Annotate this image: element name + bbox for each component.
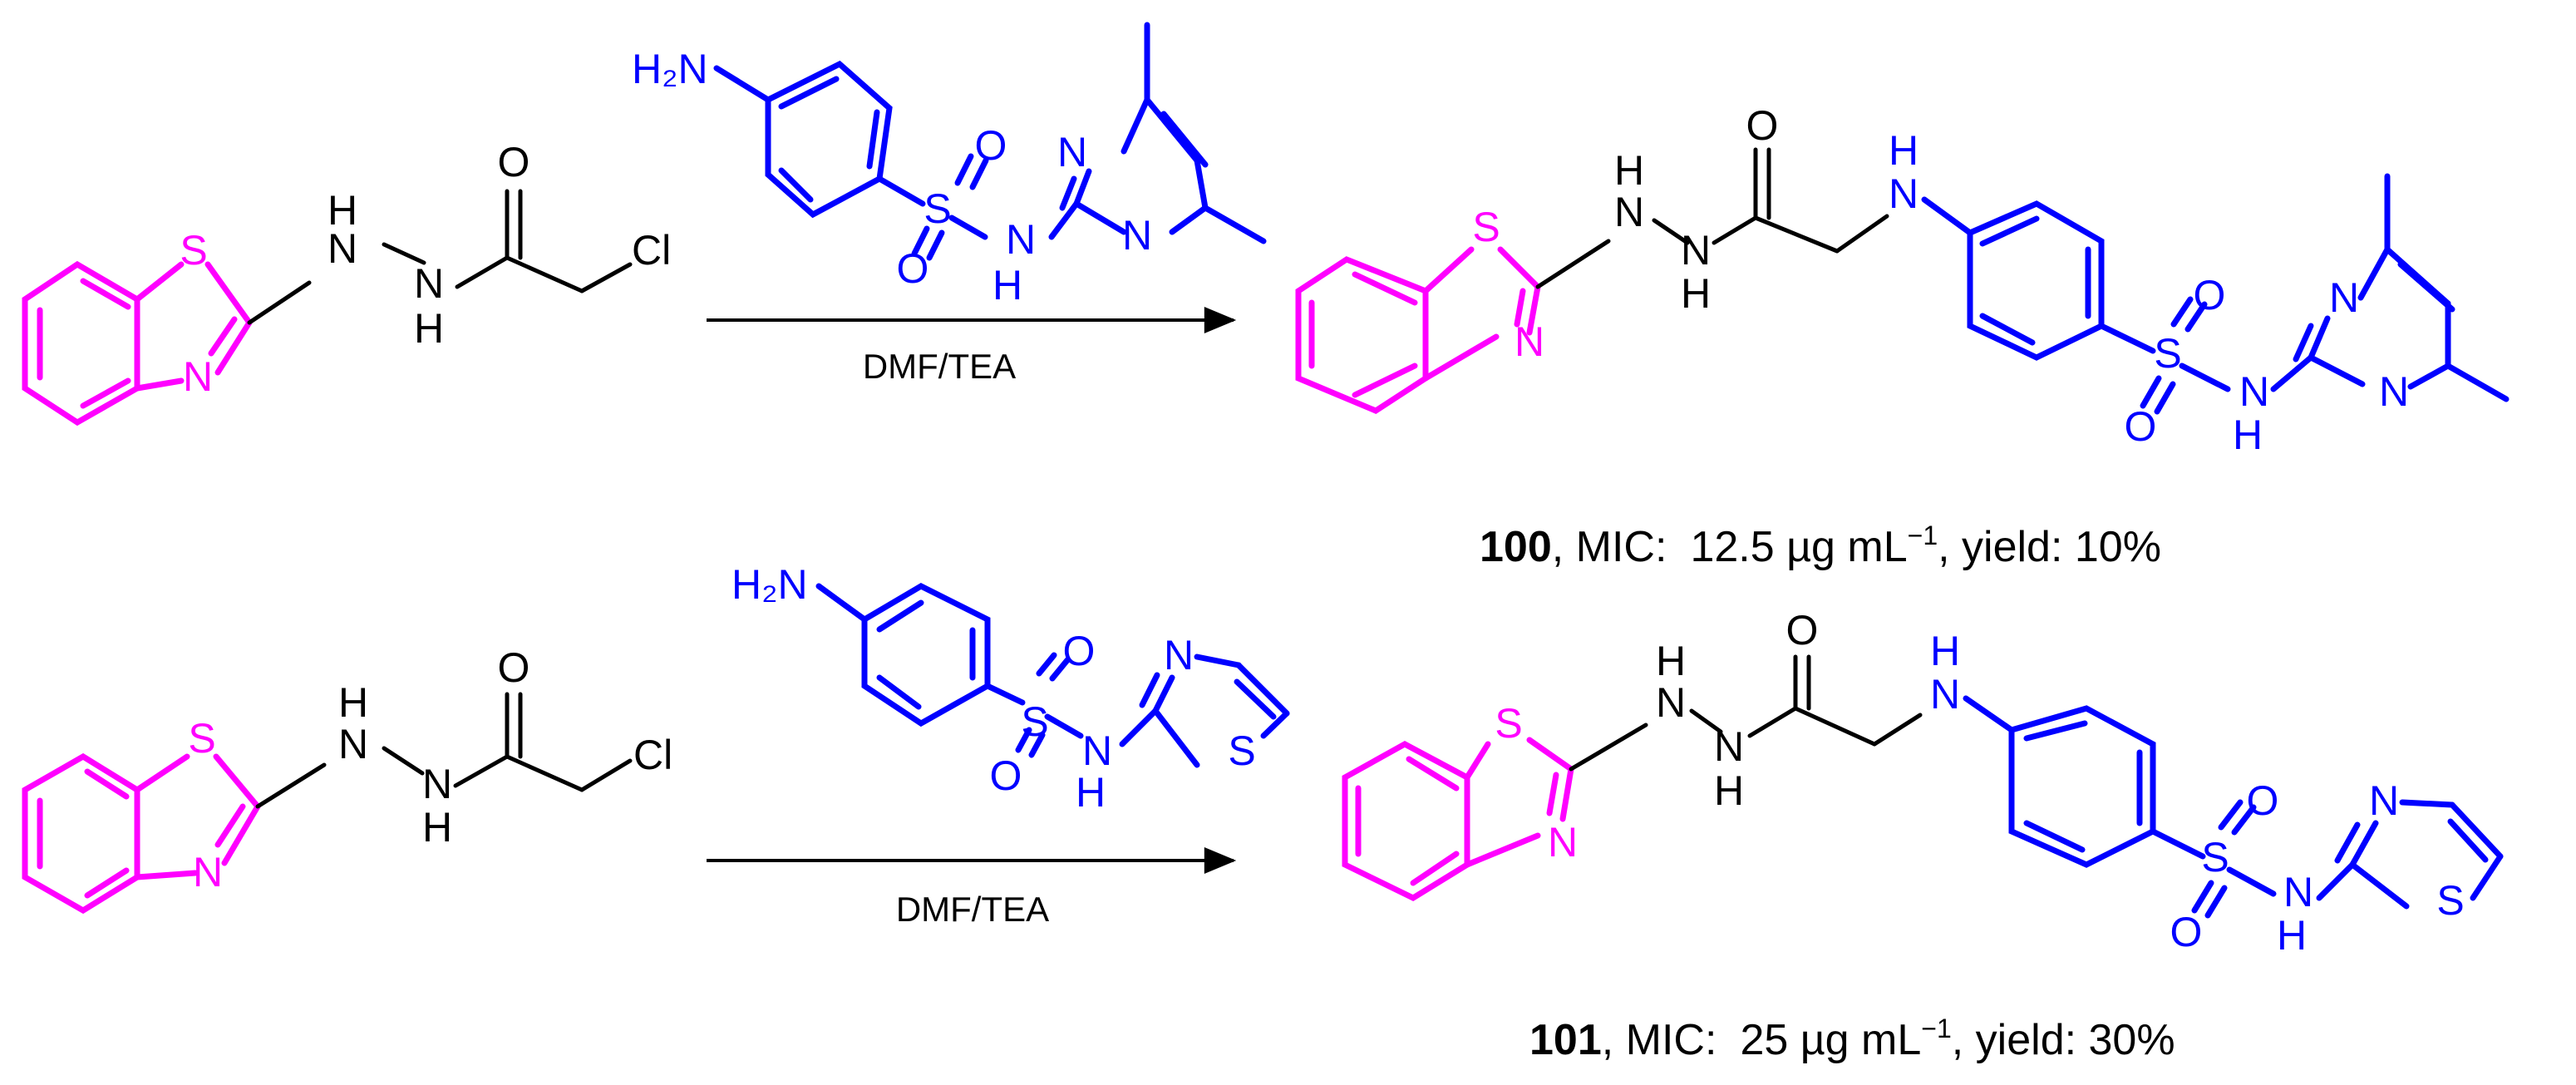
reaction-2: S N H N N H O Cl H₂N <box>22 561 2504 1064</box>
benzothiazole-ring <box>1342 737 1574 901</box>
benzothiazole-ring <box>22 260 253 427</box>
yield-text: , yield: 30% <box>1952 1016 2175 1064</box>
nitrogen-atom: N <box>2329 274 2359 321</box>
hydrogen-atom: H <box>1930 628 1960 674</box>
nitrogen-atom: N <box>1714 723 1744 770</box>
nitrogen-atom: N <box>1548 819 1578 866</box>
benzothiazole-ring <box>1295 246 1541 414</box>
sulfur-atom: S <box>2436 877 2464 924</box>
product-101-structure: S N H N N H O <box>1342 607 2504 959</box>
reagent-sulfadimidine: H₂N <box>632 22 1267 308</box>
mic-label: , MIC: <box>1602 1016 1717 1064</box>
hydrogen-atom: H <box>2277 912 2307 959</box>
product-100-structure: S N H N N H O <box>1295 102 2510 458</box>
product-101-caption: 101, MIC: 25 µg mL−1, yield: 30% <box>1529 1013 2175 1064</box>
nitrogen-atom: N <box>1656 679 1686 726</box>
amino-group: H₂N <box>632 46 708 92</box>
oxygen-atom: O <box>1063 628 1096 674</box>
oxygen-atom: O <box>1746 102 1779 149</box>
chlorine-atom: Cl <box>633 732 672 778</box>
yield-text: , yield: 10% <box>1938 523 2161 571</box>
oxygen-atom: O <box>2125 403 2157 450</box>
nitrogen-atom: N <box>1057 129 1087 175</box>
hydrogen-atom: H <box>422 804 452 851</box>
hydrogen-atom: H <box>1714 767 1744 814</box>
hydrazide-chain <box>247 189 633 325</box>
mic-unit-exponent: −1 <box>1921 1013 1951 1043</box>
product-100-caption: 100, MIC: 12.5 µg mL−1, yield: 10% <box>1480 520 2161 571</box>
nitrogen-atom: N <box>1515 318 1544 365</box>
hydrazide-linker <box>1569 654 1923 772</box>
reaction-1: S N H N N H O Cl H₂N <box>22 22 2510 571</box>
reaction-conditions: DMF/TEA <box>896 890 1049 929</box>
reagent-sulfathiazole: H₂N S <box>731 561 1290 816</box>
oxygen-atom: O <box>498 644 530 691</box>
oxygen-atom: O <box>990 752 1022 799</box>
sulfonamide-structure <box>815 583 1290 768</box>
nitrogen-atom: N <box>2283 869 2313 915</box>
hydrogen-atom: H <box>992 262 1022 308</box>
nitrogen-atom: N <box>328 225 357 272</box>
hydrogen-atom: H <box>2233 412 2263 458</box>
nitrogen-atom: N <box>1681 227 1711 274</box>
sulfur-atom: S <box>1472 204 1500 250</box>
sulfathiazole-moiety <box>1963 695 2504 919</box>
mic-value: 25 µg mL <box>1740 1016 1921 1064</box>
hydrogen-atom: H <box>338 679 368 726</box>
hydrogen-atom: H <box>1076 769 1106 816</box>
sulfur-atom: S <box>1495 700 1522 747</box>
sulfadimidine-moiety <box>1921 173 2510 415</box>
hydrazide-linker <box>1535 147 1889 289</box>
mic-unit-exponent: −1 <box>1908 520 1938 550</box>
compound-number: 100 <box>1480 523 1552 571</box>
oxygen-atom: O <box>498 139 530 185</box>
oxygen-atom: O <box>897 245 929 292</box>
nitrogen-atom: N <box>2239 368 2269 415</box>
nitrogen-atom: N <box>1930 671 1960 718</box>
nitrogen-atom: N <box>338 721 368 767</box>
benzothiazole-ring <box>22 752 261 915</box>
nitrogen-atom: N <box>2369 777 2399 824</box>
nitrogen-atom: N <box>1122 212 1152 259</box>
hydrazide-chain <box>255 692 633 809</box>
sulfonamide-structure <box>713 22 1267 261</box>
sulfur-atom: S <box>2201 834 2229 880</box>
mic-value: 12.5 µg mL <box>1690 523 1907 571</box>
sulfur-atom: S <box>924 185 951 232</box>
oxygen-atom: O <box>975 122 1007 169</box>
chlorine-atom: Cl <box>632 227 671 274</box>
nitrogen-atom: H <box>328 187 357 234</box>
sulfur-atom: S <box>1228 727 1255 774</box>
oxygen-atom: O <box>2247 777 2279 824</box>
compound-number: 101 <box>1529 1016 1602 1064</box>
amino-group: H₂N <box>731 561 808 608</box>
hydrogen-atom: H <box>1656 638 1686 684</box>
nitrogen-atom: N <box>422 761 452 807</box>
oxygen-atom: O <box>2194 272 2226 318</box>
hydrogen-atom: H <box>1889 127 1918 174</box>
hydrogen-atom: H <box>1681 270 1711 317</box>
nitrogen-atom: N <box>1164 632 1194 678</box>
reaction-conditions: DMF/TEA <box>863 347 1016 386</box>
hydrogen-atom: H <box>1614 147 1644 194</box>
nitrogen-atom: N <box>193 849 223 895</box>
nitrogen-atom: N <box>414 260 444 307</box>
oxygen-atom: O <box>1786 607 1819 653</box>
sulfur-atom: S <box>1021 698 1048 745</box>
nitrogen-atom: N <box>1082 727 1112 774</box>
nitrogen-atom: N <box>1006 216 1036 263</box>
oxygen-atom: O <box>2170 909 2203 955</box>
hydrogen-atom: H <box>414 305 444 352</box>
reactant-1-chloroacetyl-hydrazide: S N H N N H O Cl <box>22 139 671 427</box>
reactant-2-chloroacetyl-hydrazide: S N H N N H O Cl <box>22 644 672 915</box>
nitrogen-atom: N <box>2379 368 2409 415</box>
nitrogen-atom: N <box>1614 189 1644 235</box>
mic-label: , MIC: <box>1552 523 1667 571</box>
nitrogen-atom: N <box>1889 170 1918 217</box>
nitrogen-atom: N <box>183 353 213 400</box>
sulfur-atom: S <box>2154 330 2181 377</box>
sulfur-atom: S <box>188 715 215 762</box>
sulfur-atom: S <box>180 227 207 274</box>
